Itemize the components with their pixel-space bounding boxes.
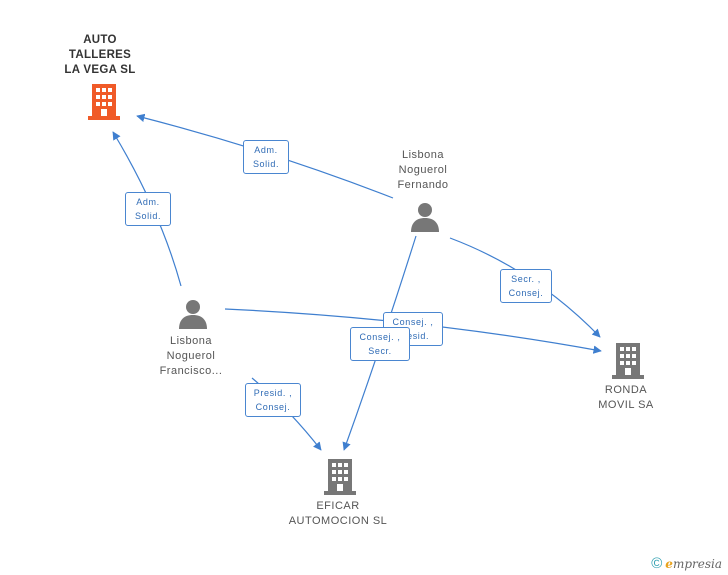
label-line: Noguerol xyxy=(398,164,448,176)
edge-label-line: Solid. xyxy=(134,211,162,221)
edge-label-line: Presid. xyxy=(396,331,430,341)
building-icon[interactable] xyxy=(612,343,644,379)
edge-label-line: Consej. xyxy=(508,288,544,298)
building-icon[interactable] xyxy=(324,459,356,495)
label-line: AUTO xyxy=(83,34,117,46)
brand-logo: empresia xyxy=(665,557,722,571)
label-line: Lisbona xyxy=(401,149,445,161)
edge-label-line: Secr. , xyxy=(511,274,541,284)
label-line: Fernando xyxy=(397,179,449,191)
node-label-eficar[interactable]: EFICAR AUTOMOCION SL xyxy=(278,499,398,529)
edge-label-francisco-eficar[interactable]: Presid. , Consej. xyxy=(245,383,301,417)
edge-label-line: Adm. xyxy=(254,145,278,155)
edge-label-fernando-ronda-movil[interactable]: Secr. , Consej. xyxy=(500,269,552,303)
copyright-icon: © xyxy=(651,555,663,572)
edge-label-line: Secr. xyxy=(368,346,392,356)
edge-label-line: Solid. xyxy=(252,159,280,169)
node-label-ronda-movil[interactable]: RONDA MOVIL SA xyxy=(576,383,676,413)
edge-label-line: Consej. xyxy=(255,402,291,412)
footer-brand: © empresia xyxy=(651,555,722,572)
label-line: TALLERES xyxy=(68,49,132,61)
label-line: MOVIL SA xyxy=(598,399,654,411)
label-line: Noguerol xyxy=(166,350,216,362)
edge-label-francisco-auto-talleres[interactable]: Adm. Solid. xyxy=(125,192,171,226)
node-label-auto-talleres[interactable]: AUTO TALLERES LA VEGA SL xyxy=(50,33,150,78)
edge-label-line: Adm. xyxy=(136,197,160,207)
edge-label-line: Presid. , xyxy=(253,388,293,398)
label-line: LA VEGA SL xyxy=(64,64,136,76)
label-line: AUTOMOCION SL xyxy=(288,515,388,527)
label-line: EFICAR xyxy=(316,500,360,512)
brand-logo-e: e xyxy=(665,557,673,571)
edge-label-line: Consej. , xyxy=(359,332,401,342)
person-icon[interactable] xyxy=(410,201,440,233)
label-line: RONDA xyxy=(604,384,648,396)
brand-logo-text: mpresia xyxy=(672,557,722,571)
node-label-lisbona-francisco[interactable]: Lisbona Noguerol Francisco... xyxy=(141,334,241,379)
edge-label-fernando-eficar[interactable]: Consej. , Secr. xyxy=(350,327,410,361)
label-line: Lisbona xyxy=(169,335,213,347)
edge-label-line: Consej. , xyxy=(392,317,434,327)
node-label-lisbona-fernando[interactable]: Lisbona Noguerol Fernando xyxy=(373,148,473,193)
building-icon[interactable] xyxy=(88,84,120,120)
person-icon[interactable] xyxy=(178,298,208,330)
edge-label-fernando-auto-talleres[interactable]: Adm. Solid. xyxy=(243,140,289,174)
label-line: Francisco... xyxy=(159,365,223,377)
